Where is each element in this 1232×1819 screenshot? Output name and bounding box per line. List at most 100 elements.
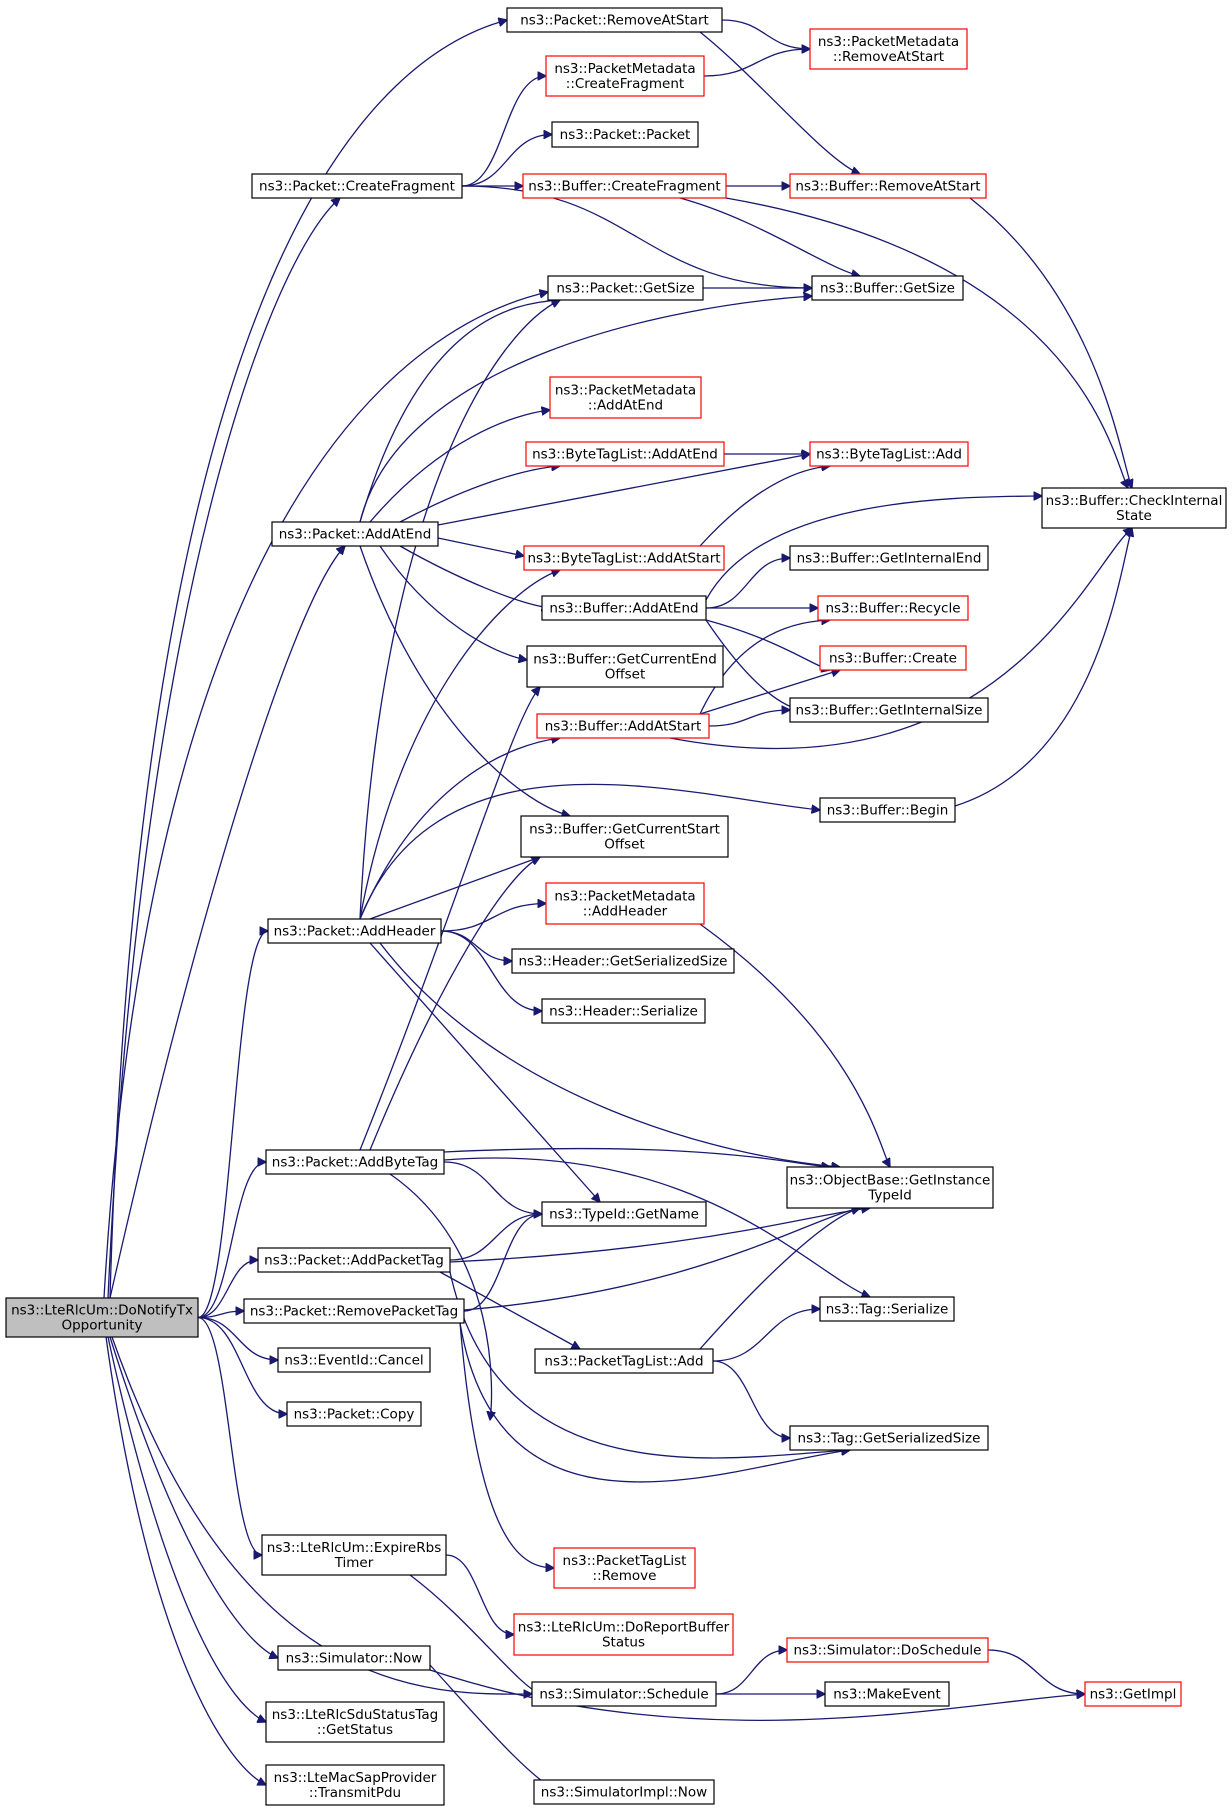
node-getImpl[interactable]: ns3::GetImpl [1084, 1681, 1182, 1707]
node-box[interactable] [817, 595, 969, 621]
node-bufAddAtEnd[interactable]: ns3::Buffer::AddAtEnd [541, 595, 707, 621]
node-pktPacket[interactable]: ns3::Packet::Packet [551, 121, 699, 148]
node-box[interactable] [511, 948, 735, 974]
node-box[interactable] [265, 1149, 445, 1175]
node-btlAddAtStart[interactable]: ns3::ByteTagList::AddAtStart [523, 545, 725, 571]
node-btlAdd[interactable]: ns3::ByteTagList::Add [809, 441, 969, 467]
node-pktAddPacketTag[interactable]: ns3::Packet::AddPacketTag [257, 1247, 451, 1273]
node-box[interactable] [809, 441, 969, 467]
node-pmAddAtEnd[interactable]: ns3::PacketMetadata::AddAtEnd [549, 376, 702, 419]
node-box[interactable] [1084, 1681, 1182, 1707]
node-box[interactable] [819, 1296, 955, 1322]
node-box[interactable] [819, 797, 956, 823]
node-box[interactable] [789, 1425, 989, 1451]
node-pktAddByteTag[interactable]: ns3::Packet::AddByteTag [265, 1149, 445, 1175]
node-simNow[interactable]: ns3::Simulator::Now [277, 1645, 431, 1671]
node-bufRecycle[interactable]: ns3::Buffer::Recycle [817, 595, 969, 621]
node-transmitPdu[interactable]: ns3::LteMacSapProvider::TransmitPdu [265, 1764, 445, 1806]
node-box[interactable] [265, 1701, 445, 1743]
node-btlAddAtEnd[interactable]: ns3::ByteTagList::AddAtEnd [525, 441, 725, 467]
node-box[interactable] [786, 1637, 989, 1663]
node-box[interactable] [513, 1613, 734, 1656]
node-box[interactable] [789, 173, 987, 199]
node-box[interactable] [809, 28, 968, 70]
node-box[interactable] [541, 998, 706, 1024]
node-box[interactable] [520, 815, 729, 858]
node-makeEvent[interactable]: ns3::MakeEvent [824, 1681, 950, 1707]
node-box[interactable] [1041, 487, 1227, 529]
node-box[interactable] [5, 1297, 199, 1338]
node-ptlAdd[interactable]: ns3::PacketTagList::Add [534, 1348, 714, 1374]
node-box[interactable] [257, 1247, 451, 1273]
node-box[interactable] [265, 1764, 445, 1806]
node-simImplNow[interactable]: ns3::SimulatorImpl::Now [533, 1779, 715, 1805]
node-box[interactable] [789, 545, 989, 571]
node-box[interactable] [277, 1347, 431, 1373]
node-box[interactable] [251, 173, 463, 199]
node-box[interactable] [243, 1298, 465, 1324]
node-bufGetSize[interactable]: ns3::Buffer::GetSize [811, 275, 964, 301]
node-bufCreateFragment[interactable]: ns3::Buffer::CreateFragment [522, 173, 727, 199]
node-box[interactable] [553, 1547, 696, 1589]
node-box[interactable] [531, 1681, 717, 1707]
node-box[interactable] [786, 1166, 994, 1209]
node-box[interactable] [547, 275, 704, 301]
node-box[interactable] [549, 376, 702, 419]
node-pktCopy[interactable]: ns3::Packet::Copy [286, 1401, 422, 1427]
node-box[interactable] [789, 697, 989, 723]
node-box[interactable] [506, 7, 723, 33]
node-box[interactable] [534, 1348, 714, 1374]
node-ptlRemove[interactable]: ns3::PacketTagList::Remove [553, 1547, 696, 1589]
node-simSchedule[interactable]: ns3::Simulator::Schedule [531, 1681, 717, 1707]
node-typeIdGetName[interactable]: ns3::TypeId::GetName [541, 1201, 707, 1227]
node-box[interactable] [261, 1534, 447, 1576]
node-bufBegin[interactable]: ns3::Buffer::Begin [819, 797, 956, 823]
node-box[interactable] [545, 882, 705, 925]
node-simDoSchedule[interactable]: ns3::Simulator::DoSchedule [786, 1637, 989, 1663]
node-tagSerialize[interactable]: ns3::Tag::Serialize [819, 1296, 955, 1322]
node-sduGetStatus[interactable]: ns3::LteRlcSduStatusTag::GetStatus [265, 1701, 445, 1743]
node-box[interactable] [541, 1201, 707, 1227]
node-pmRemoveAtStart[interactable]: ns3::PacketMetadata::RemoveAtStart [809, 28, 968, 70]
node-box[interactable] [545, 55, 705, 97]
node-pmAddHeader[interactable]: ns3::PacketMetadata::AddHeader [545, 882, 705, 925]
node-bufAddAtStart[interactable]: ns3::Buffer::AddAtStart [536, 713, 710, 739]
node-box[interactable] [523, 545, 725, 571]
node-tagGetSerializedSize[interactable]: ns3::Tag::GetSerializedSize [789, 1425, 989, 1451]
node-hdrGetSerializedSize[interactable]: ns3::Header::GetSerializedSize [511, 948, 735, 974]
node-box[interactable] [533, 1779, 715, 1805]
node-bufRemoveAtStart[interactable]: ns3::Buffer::RemoveAtStart [789, 173, 987, 199]
node-box[interactable] [526, 645, 724, 688]
node-box[interactable] [819, 645, 967, 671]
node-box[interactable] [267, 918, 442, 944]
node-box[interactable] [286, 1401, 422, 1427]
node-bufCreate[interactable]: ns3::Buffer::Create [819, 645, 967, 671]
node-pktCreateFragment[interactable]: ns3::Packet::CreateFragment [251, 173, 463, 199]
node-box[interactable] [551, 121, 699, 148]
node-pktAddAtEnd[interactable]: ns3::Packet::AddAtEnd [271, 521, 439, 547]
node-box[interactable] [277, 1645, 431, 1671]
node-eventIdCancel[interactable]: ns3::EventId::Cancel [277, 1347, 431, 1373]
node-box[interactable] [541, 595, 707, 621]
node-pktRemovePacketTag[interactable]: ns3::Packet::RemovePacketTag [243, 1298, 465, 1324]
node-box[interactable] [811, 275, 964, 301]
node-pktGetSize[interactable]: ns3::Packet::GetSize [547, 275, 704, 301]
node-box[interactable] [525, 441, 725, 467]
node-box[interactable] [536, 713, 710, 739]
node-hdrSerialize[interactable]: ns3::Header::Serialize [541, 998, 706, 1024]
node-pmCreateFragment[interactable]: ns3::PacketMetadata::CreateFragment [545, 55, 705, 97]
node-pktRemoveAtStart[interactable]: ns3::Packet::RemoveAtStart [506, 7, 723, 33]
node-pktAddHeader[interactable]: ns3::Packet::AddHeader [267, 918, 442, 944]
node-bufGetInternalEnd[interactable]: ns3::Buffer::GetInternalEnd [789, 545, 989, 571]
node-box[interactable] [824, 1681, 950, 1707]
node-box[interactable] [271, 521, 439, 547]
node-box[interactable] [522, 173, 727, 199]
node-bufGetInternalSize[interactable]: ns3::Buffer::GetInternalSize [789, 697, 989, 723]
